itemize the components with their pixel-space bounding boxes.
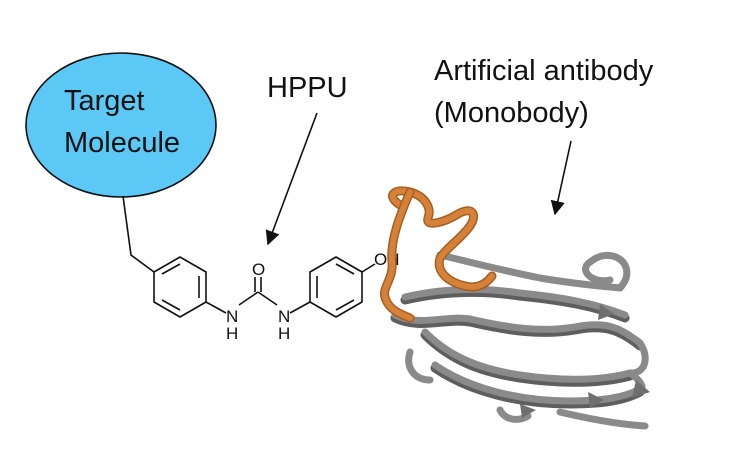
left-amine-h-label: H [226,324,238,343]
left-ring-to-n-bond [205,301,227,314]
right-n-to-ring-bond [289,301,311,314]
target-molecule-label-line2: Molecule [64,127,180,159]
hppu-structure [153,256,376,318]
target-molecule-ellipse [25,52,217,198]
carbonyl-oxygen-label: O [252,260,265,279]
monobody-binding-loops [380,186,497,323]
antibody-label-line2: (Monobody) [434,97,589,129]
antibody-label-line1: Artificial antibody [434,55,654,87]
target-molecule: Target Molecule [25,52,217,198]
right-ring-double-bond-3 [335,299,355,311]
antibody-arrow [550,140,572,216]
right-ring-double-bond-2 [335,263,355,275]
left-n-to-carbonyl-bond [238,291,259,306]
left-ring-double-bond-1 [161,263,181,275]
monobody-strands [391,251,649,430]
left-amine-n-label: N [226,307,238,326]
hppu-label: HPPU [267,72,348,104]
left-ring-double-bond-3 [161,299,181,311]
target-molecule-label-line1: Target [64,85,145,117]
carbonyl-to-right-n-bond [257,291,278,306]
monobody-strand-arrows [520,304,650,418]
hppu-arrow [265,112,318,246]
right-amine-n-label: N [278,307,290,326]
ring-to-hydroxyl-bond [361,263,376,273]
linker-bond [122,195,155,273]
monobody-ribbon [380,186,650,430]
right-amine-h-label: H [278,324,290,343]
